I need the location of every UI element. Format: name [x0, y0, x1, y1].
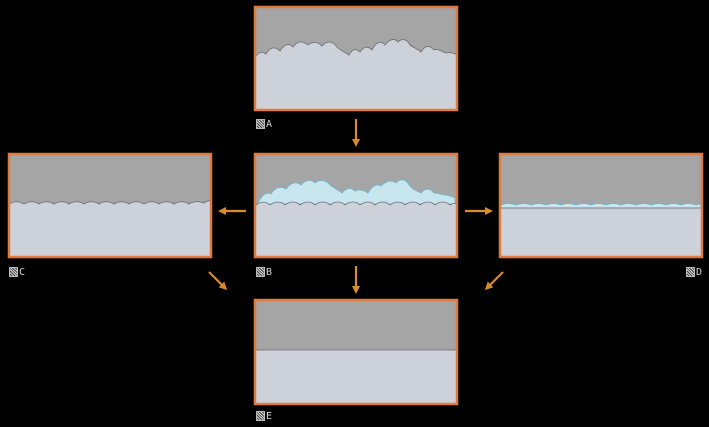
caption-b-label: B [266, 266, 273, 278]
caption-e: E [256, 409, 272, 423]
panel-e-ground [255, 350, 457, 404]
figure-glyph-icon [686, 267, 695, 277]
panel-b-highlight-peaks [257, 179, 456, 205]
panel-d-highlight-film [500, 203, 702, 209]
caption-c: C [9, 265, 25, 279]
panel-a [253, 5, 459, 112]
caption-b: B [256, 265, 272, 279]
caption-a-label: A [266, 118, 273, 130]
figure-glyph-icon [256, 267, 265, 277]
panel-c [7, 152, 213, 259]
caption-e-label: E [266, 410, 273, 422]
panel-c-surface [8, 200, 212, 258]
panel-e-frame [253, 298, 459, 406]
panel-b-frame [253, 152, 459, 259]
panel-d-frame [498, 152, 704, 259]
caption-d: D [686, 265, 702, 279]
caption-a: A [256, 117, 272, 131]
figure-glyph-icon [256, 411, 265, 421]
panel-d-ground [500, 205, 702, 257]
panel-a-frame [253, 5, 459, 112]
caption-d-label: D [696, 266, 703, 278]
arrow-d-to-e [484, 271, 504, 291]
panel-c-frame [7, 152, 213, 259]
arrow-c-to-e [208, 271, 228, 291]
panel-e [253, 298, 459, 406]
caption-c-label: C [19, 266, 26, 278]
panel-b-ground [254, 201, 458, 258]
panel-b [253, 152, 459, 259]
figure-glyph-icon [9, 267, 18, 277]
panel-d [498, 152, 704, 259]
panel-a-surface [254, 39, 458, 111]
figure-glyph-icon [256, 119, 265, 129]
